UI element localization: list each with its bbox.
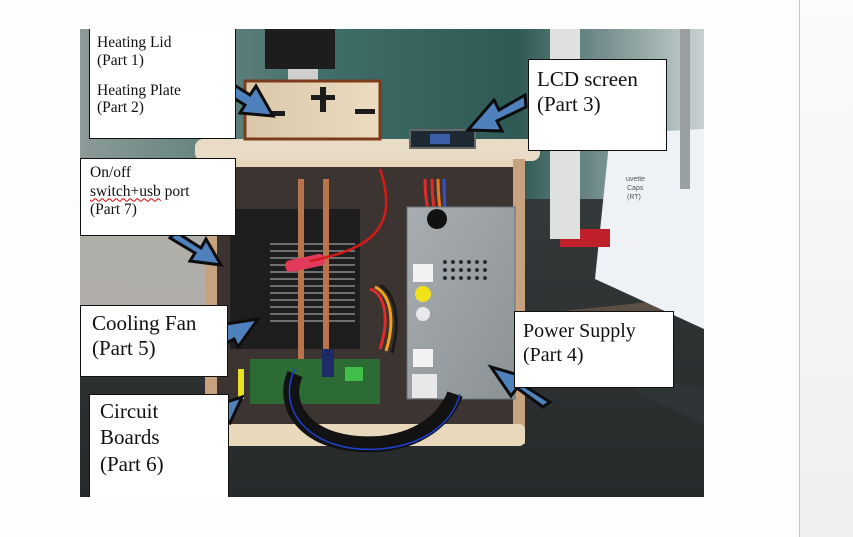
svg-text:(RT): (RT) <box>627 194 641 201</box>
ribbon-cable <box>283 370 463 453</box>
callout-text: On/off <box>90 164 132 181</box>
callout-text: (Part 6) <box>100 451 164 476</box>
callout-text: switch+usb port <box>90 182 190 200</box>
callout-text: (Part 3) <box>537 92 601 117</box>
white-box <box>595 129 704 329</box>
callout-text: Heating Lid <box>97 34 172 51</box>
circuit-board <box>250 359 380 404</box>
callout-cooling-fan: Cooling Fan (Part 5) <box>80 305 228 377</box>
document-page: uvette Caps (RT) <box>80 29 704 497</box>
callout-lcd-screen: LCD screen (Part 3) <box>528 59 667 151</box>
annotated-device-photo[interactable]: uvette Caps (RT) <box>80 29 704 497</box>
callout-text: (Part 5) <box>92 336 156 361</box>
spellcheck-underlined-word[interactable]: switch+usb <box>90 182 161 200</box>
callout-text: (Part 4) <box>523 344 584 366</box>
side-pane[interactable] <box>799 0 853 537</box>
callout-text: Cooling Fan <box>92 311 197 335</box>
box-note-text: uvette <box>626 176 645 183</box>
callout-text: (Part 7) <box>90 201 137 219</box>
callout-text: Circuit <box>100 399 159 423</box>
callout-text: Power Supply <box>523 320 636 342</box>
device-top-plate <box>195 139 540 161</box>
power-supply <box>406 206 516 400</box>
callout-text: Heating Plate <box>97 81 181 99</box>
callout-heating-lid-plate: Heating Lid (Part 1) Heating Plate (Part… <box>89 29 236 139</box>
callout-text: (Part 1) <box>97 51 144 69</box>
callout-text: (Part 2) <box>97 99 144 117</box>
svg-text:Caps: Caps <box>627 185 644 192</box>
callout-text: Boards <box>100 425 160 450</box>
callout-text: LCD screen <box>537 67 638 91</box>
callout-circuit-boards: Circuit Boards (Part 6) <box>89 394 229 497</box>
callout-power-supply: Power Supply (Part 4) <box>514 311 674 388</box>
callout-onoff-switch: On/off switch+usb port (Part 7) <box>80 158 236 236</box>
